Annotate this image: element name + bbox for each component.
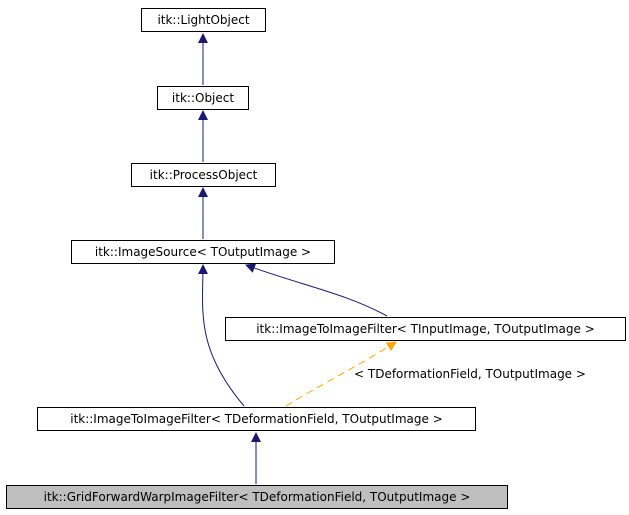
node-processobject[interactable]: itk::ProcessObject	[131, 163, 276, 187]
template-edge-label: < TDeformationField, TOutputImage >	[354, 367, 586, 381]
node-lightobject[interactable]: itk::LightObject	[141, 8, 266, 32]
edge-imagetoimagefilter-generic-to-imagesource	[245, 263, 388, 317]
node-imagesource[interactable]: itk::ImageSource< TOutputImage >	[71, 240, 335, 264]
edge-template-instantiation	[285, 341, 397, 407]
node-object[interactable]: itk::Object	[157, 86, 249, 110]
edge-imagetoimagefilter-deformation-to-imagesource	[197, 264, 245, 407]
node-imagetoimagefilter-generic[interactable]: itk::ImageToImageFilter< TInputImage, TO…	[225, 317, 626, 341]
node-gridforwardwarp-current: itk::GridForwardWarpImageFilter< TDeform…	[6, 485, 508, 509]
node-imagetoimagefilter-deformation[interactable]: itk::ImageToImageFilter< TDeformationFie…	[37, 407, 476, 431]
